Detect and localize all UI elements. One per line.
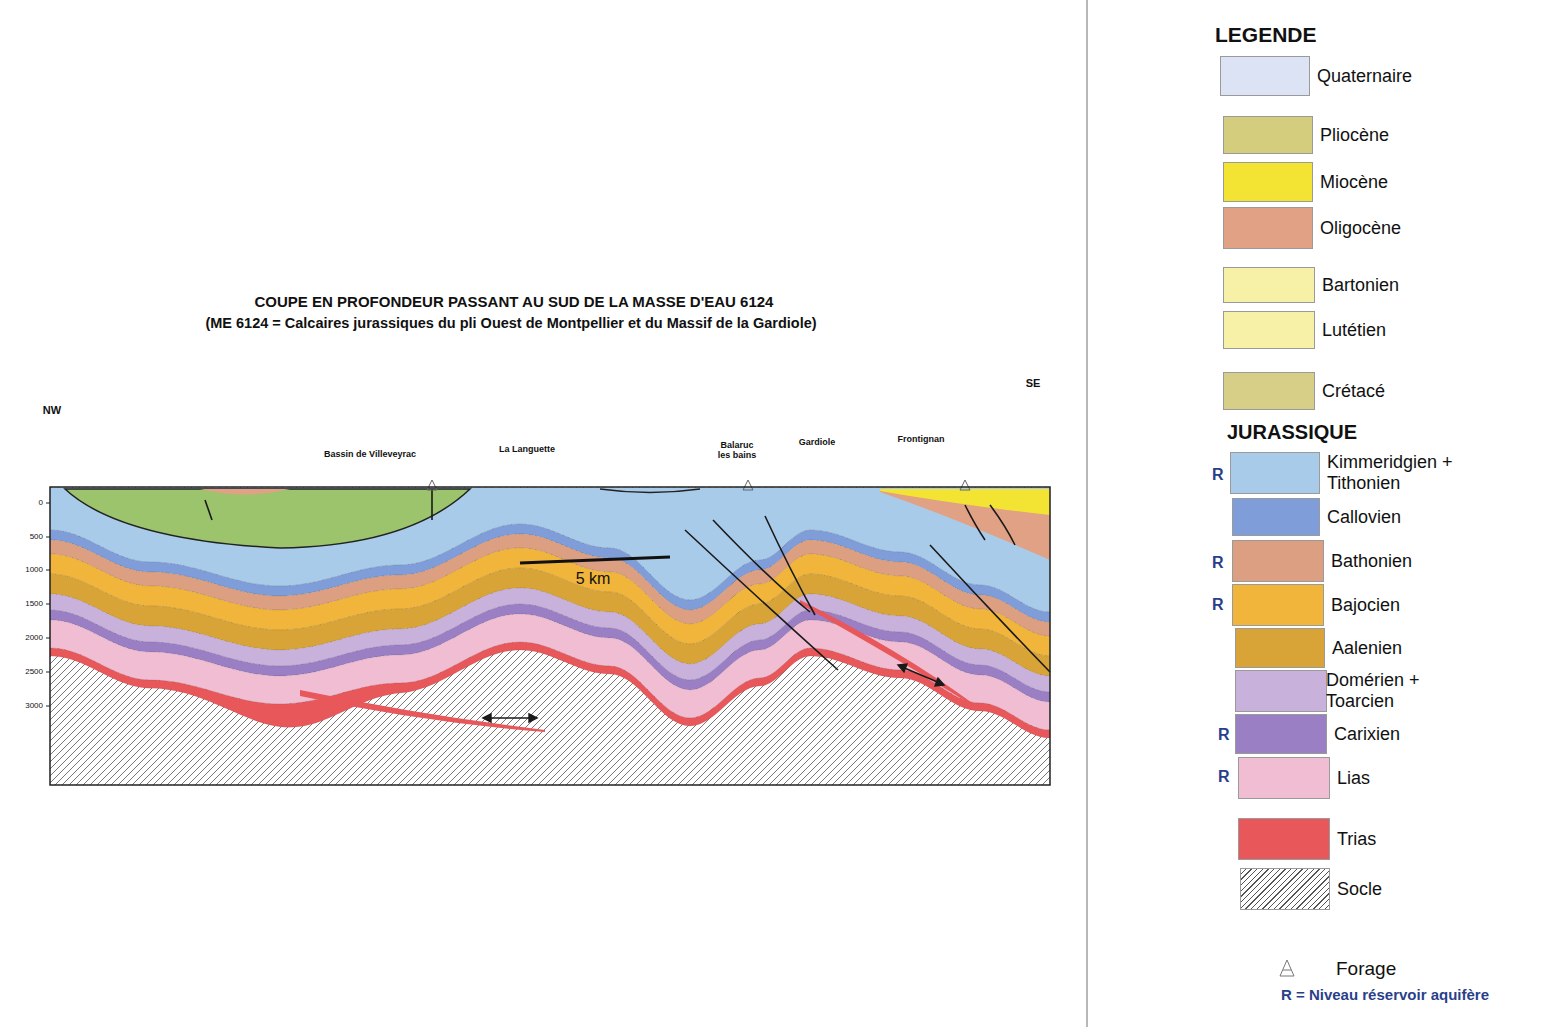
depth-value: 1500 xyxy=(25,599,43,608)
page-fold xyxy=(1086,0,1088,1027)
depth-value: 3000 xyxy=(25,701,43,710)
orientation-label: SE xyxy=(1026,377,1041,390)
legend-text: Miocène xyxy=(1320,172,1388,193)
legend-text: Pliocène xyxy=(1320,125,1389,146)
legend-text: Callovien xyxy=(1327,507,1401,528)
scale-label: 5 km xyxy=(576,570,611,588)
legend-swatch xyxy=(1223,116,1313,154)
borehole-symbol xyxy=(427,480,970,490)
reservoir-mark: R xyxy=(1218,768,1230,786)
legend-swatch xyxy=(1238,818,1330,860)
oligocene-wedge xyxy=(880,489,1050,560)
legend-swatch xyxy=(1235,628,1325,668)
reservoir-mark: R xyxy=(1212,554,1224,572)
slip-arrows xyxy=(483,664,944,722)
legend-swatch xyxy=(1232,584,1324,626)
borehole-symbol xyxy=(1278,958,1296,978)
reservoir-note: R = Niveau réservoir aquifère xyxy=(1281,986,1489,1003)
legend-text: Carixien xyxy=(1334,724,1400,745)
place-name: La Languette xyxy=(499,444,555,454)
legend-text: Oligocène xyxy=(1320,218,1401,239)
legend-text: Bathonien xyxy=(1331,551,1412,572)
surface-line xyxy=(600,489,700,493)
depth-value: 1000 xyxy=(25,565,43,574)
legend-text: Bajocien xyxy=(1331,595,1400,616)
trias-decollement xyxy=(300,690,545,732)
legend-swatch xyxy=(1223,372,1315,410)
legend-swatch xyxy=(1220,56,1310,96)
reservoir-mark: R xyxy=(1212,596,1224,614)
scale-bar xyxy=(520,557,670,563)
legend-text: Aalenien xyxy=(1332,638,1402,659)
legend-swatch xyxy=(1232,498,1320,536)
reservoir-mark: R xyxy=(1218,726,1230,744)
legend-swatch xyxy=(1232,540,1324,582)
reservoir-mark: R xyxy=(1212,466,1224,484)
orientation-label: NW xyxy=(43,404,61,417)
legend-text: Trias xyxy=(1337,829,1376,850)
legend-text: Lutétien xyxy=(1322,320,1386,341)
depth-ticks xyxy=(46,503,50,706)
basin-fill xyxy=(65,489,470,548)
miocene-wedge xyxy=(880,489,1050,515)
legend-swatch xyxy=(1235,670,1327,712)
depth-value: 2500 xyxy=(25,667,43,676)
trias-decollement xyxy=(800,600,975,707)
strata xyxy=(50,488,1050,739)
legend-swatch xyxy=(1223,267,1315,303)
section-subtitle: (ME 6124 = Calcaires jurassiques du pli … xyxy=(205,315,816,332)
legend-text: Quaternaire xyxy=(1317,66,1412,87)
legend-text: Lias xyxy=(1337,768,1370,789)
fault-lines xyxy=(205,489,1050,672)
legend-text: Bartonien xyxy=(1322,275,1399,296)
place-name: Frontignan xyxy=(898,434,945,444)
section-frame xyxy=(50,487,1050,785)
legend-heading: JURASSIQUE xyxy=(1227,421,1357,444)
legend-swatch xyxy=(1223,311,1315,349)
depth-value: 2000 xyxy=(25,633,43,642)
depth-value: 500 xyxy=(30,532,43,541)
legend-text: Crétacé xyxy=(1322,381,1385,402)
legend-swatch xyxy=(1230,452,1320,494)
legend-heading: LEGENDE xyxy=(1215,23,1317,47)
legend-text: Forage xyxy=(1336,958,1396,980)
legend-text: Domérien + Toarcien xyxy=(1326,670,1436,711)
depth-value: 0 xyxy=(39,498,43,507)
legend-swatch xyxy=(1240,868,1330,910)
place-name: Balaruc les bains xyxy=(713,440,761,461)
legend-text: Socle xyxy=(1337,879,1382,900)
place-name: Bassin de Villeveyrac xyxy=(324,449,416,459)
section-overlay xyxy=(46,480,1050,785)
legend-swatch xyxy=(1238,757,1330,799)
legend-swatch xyxy=(1223,162,1313,202)
place-name: Gardiole xyxy=(799,437,836,447)
section-title: COUPE EN PROFONDEUR PASSANT AU SUD DE LA… xyxy=(255,293,774,310)
socle-area xyxy=(50,487,1050,785)
legend-swatch xyxy=(1223,207,1313,249)
legend-swatch xyxy=(1235,714,1327,754)
legend-text: Kimmeridgien + Tithonien xyxy=(1327,452,1457,493)
tertiary-patch xyxy=(200,489,290,495)
